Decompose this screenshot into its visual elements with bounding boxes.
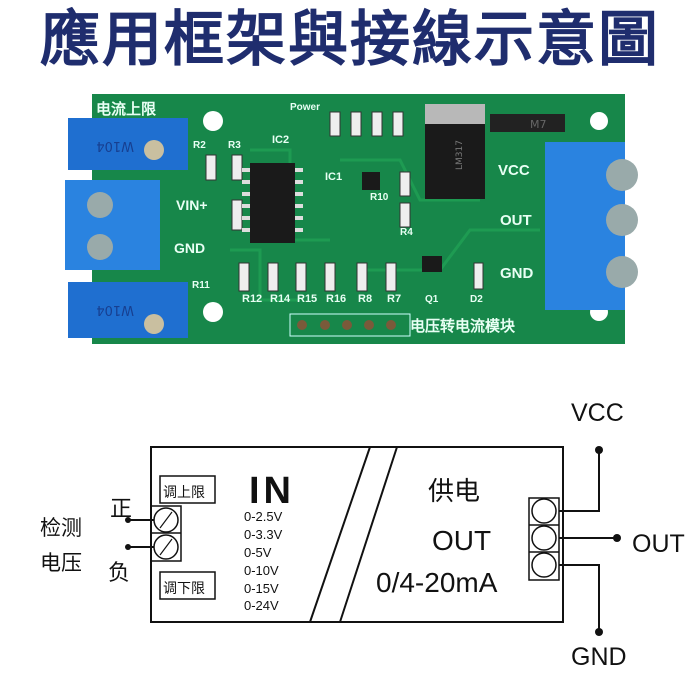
positive-label: 正 — [110, 497, 132, 522]
ic2-chip — [250, 163, 295, 243]
adjust-upper-label: 调上限 — [163, 485, 205, 501]
vcc-terminal-dot — [595, 446, 603, 454]
label-gnd-right: GND — [500, 265, 534, 282]
svg-text:0-5V: 0-5V — [244, 545, 272, 560]
regulator-tab — [425, 104, 485, 124]
smd-resistors — [205, 111, 484, 292]
svg-text:R15: R15 — [297, 293, 317, 305]
pot-code-lower: W104 — [96, 302, 134, 317]
bottom-resistor-labels: R12 R14 R15 R16 R8 R7 — [242, 293, 401, 305]
pot-code-upper: W104 — [96, 138, 134, 153]
adjust-lower-box — [159, 571, 216, 600]
label-ic1: IC1 — [325, 171, 342, 183]
vcc-label: VCC — [571, 399, 624, 427]
label-current-upper: 电流上限 — [96, 100, 156, 118]
label-module-name: 电压转电流模块 — [410, 317, 516, 335]
out-range-label: 0/4-20mA — [376, 567, 498, 598]
label-r2: R2 — [193, 140, 206, 151]
pot-screw-lower — [144, 314, 164, 334]
svg-text:0-10V: 0-10V — [244, 563, 279, 578]
pcb-photo: 电流上限 Power IC2 IC1 VIN+ GND VCC OUT GND … — [65, 94, 638, 344]
out-terminal-label: OUT — [632, 530, 685, 558]
upper-potentiometer — [68, 118, 188, 170]
label-out: OUT — [500, 212, 532, 229]
gnd-terminal-dot — [595, 628, 603, 636]
regulator-label: LM317 — [455, 140, 465, 170]
diode-label: M7 — [530, 118, 547, 131]
label-vcc: VCC — [498, 162, 530, 179]
label-r3: R3 — [228, 140, 241, 151]
out-terminal-dot — [613, 534, 621, 542]
ic1-chip — [362, 172, 380, 190]
label-r4: R4 — [400, 227, 413, 238]
detect-voltage-label-2: 电压 — [40, 551, 82, 575]
svg-text:R16: R16 — [326, 293, 346, 305]
adjust-upper-box — [159, 475, 216, 504]
svg-text:R7: R7 — [387, 293, 401, 305]
label-d2: D2 — [470, 294, 483, 305]
gnd-wire — [559, 564, 600, 632]
svg-text:R8: R8 — [358, 293, 372, 305]
out-label: OUT — [432, 525, 491, 556]
detect-voltage-label-1: 检测 — [40, 516, 82, 540]
label-vin-plus: VIN+ — [176, 197, 208, 213]
pot-screw-upper — [144, 140, 164, 160]
gnd-label: GND — [571, 643, 627, 671]
input-ranges: 0-2.5V 0-3.3V 0-5V 0-10V 0-15V 0-24V — [244, 509, 283, 613]
lower-potentiometer — [68, 282, 188, 338]
label-gnd-left: GND — [174, 240, 205, 256]
label-r11: R11 — [192, 280, 210, 291]
svg-text:R14: R14 — [270, 293, 291, 305]
diode-m7 — [490, 114, 565, 132]
regulator-chip — [425, 124, 485, 199]
page-title: 應用框架與接線示意圖 — [40, 5, 660, 75]
module-outline — [150, 446, 564, 623]
svg-text:0-24V: 0-24V — [244, 598, 279, 613]
svg-text:0-2.5V: 0-2.5V — [244, 509, 283, 524]
negative-label: 负 — [108, 561, 130, 586]
q1-transistor — [422, 256, 442, 272]
label-q1: Q1 — [425, 294, 439, 305]
wiring-diagram — [128, 446, 617, 632]
vcc-wire — [559, 450, 600, 512]
adjust-lower-label: 调下限 — [163, 581, 205, 597]
output-terminal — [528, 497, 560, 581]
svg-text:0-15V: 0-15V — [244, 581, 279, 596]
label-r10: R10 — [370, 192, 389, 203]
svg-text:0-3.3V: 0-3.3V — [244, 527, 283, 542]
label-ic2: IC2 — [272, 134, 289, 146]
power-supply-label: 供电 — [428, 477, 480, 507]
label-power: Power — [290, 102, 320, 113]
in-label: IN — [249, 470, 295, 512]
input-terminal-block — [65, 180, 160, 270]
svg-text:R12: R12 — [242, 293, 262, 305]
divider-line-2 — [339, 446, 398, 623]
divider-line-1 — [309, 446, 371, 623]
